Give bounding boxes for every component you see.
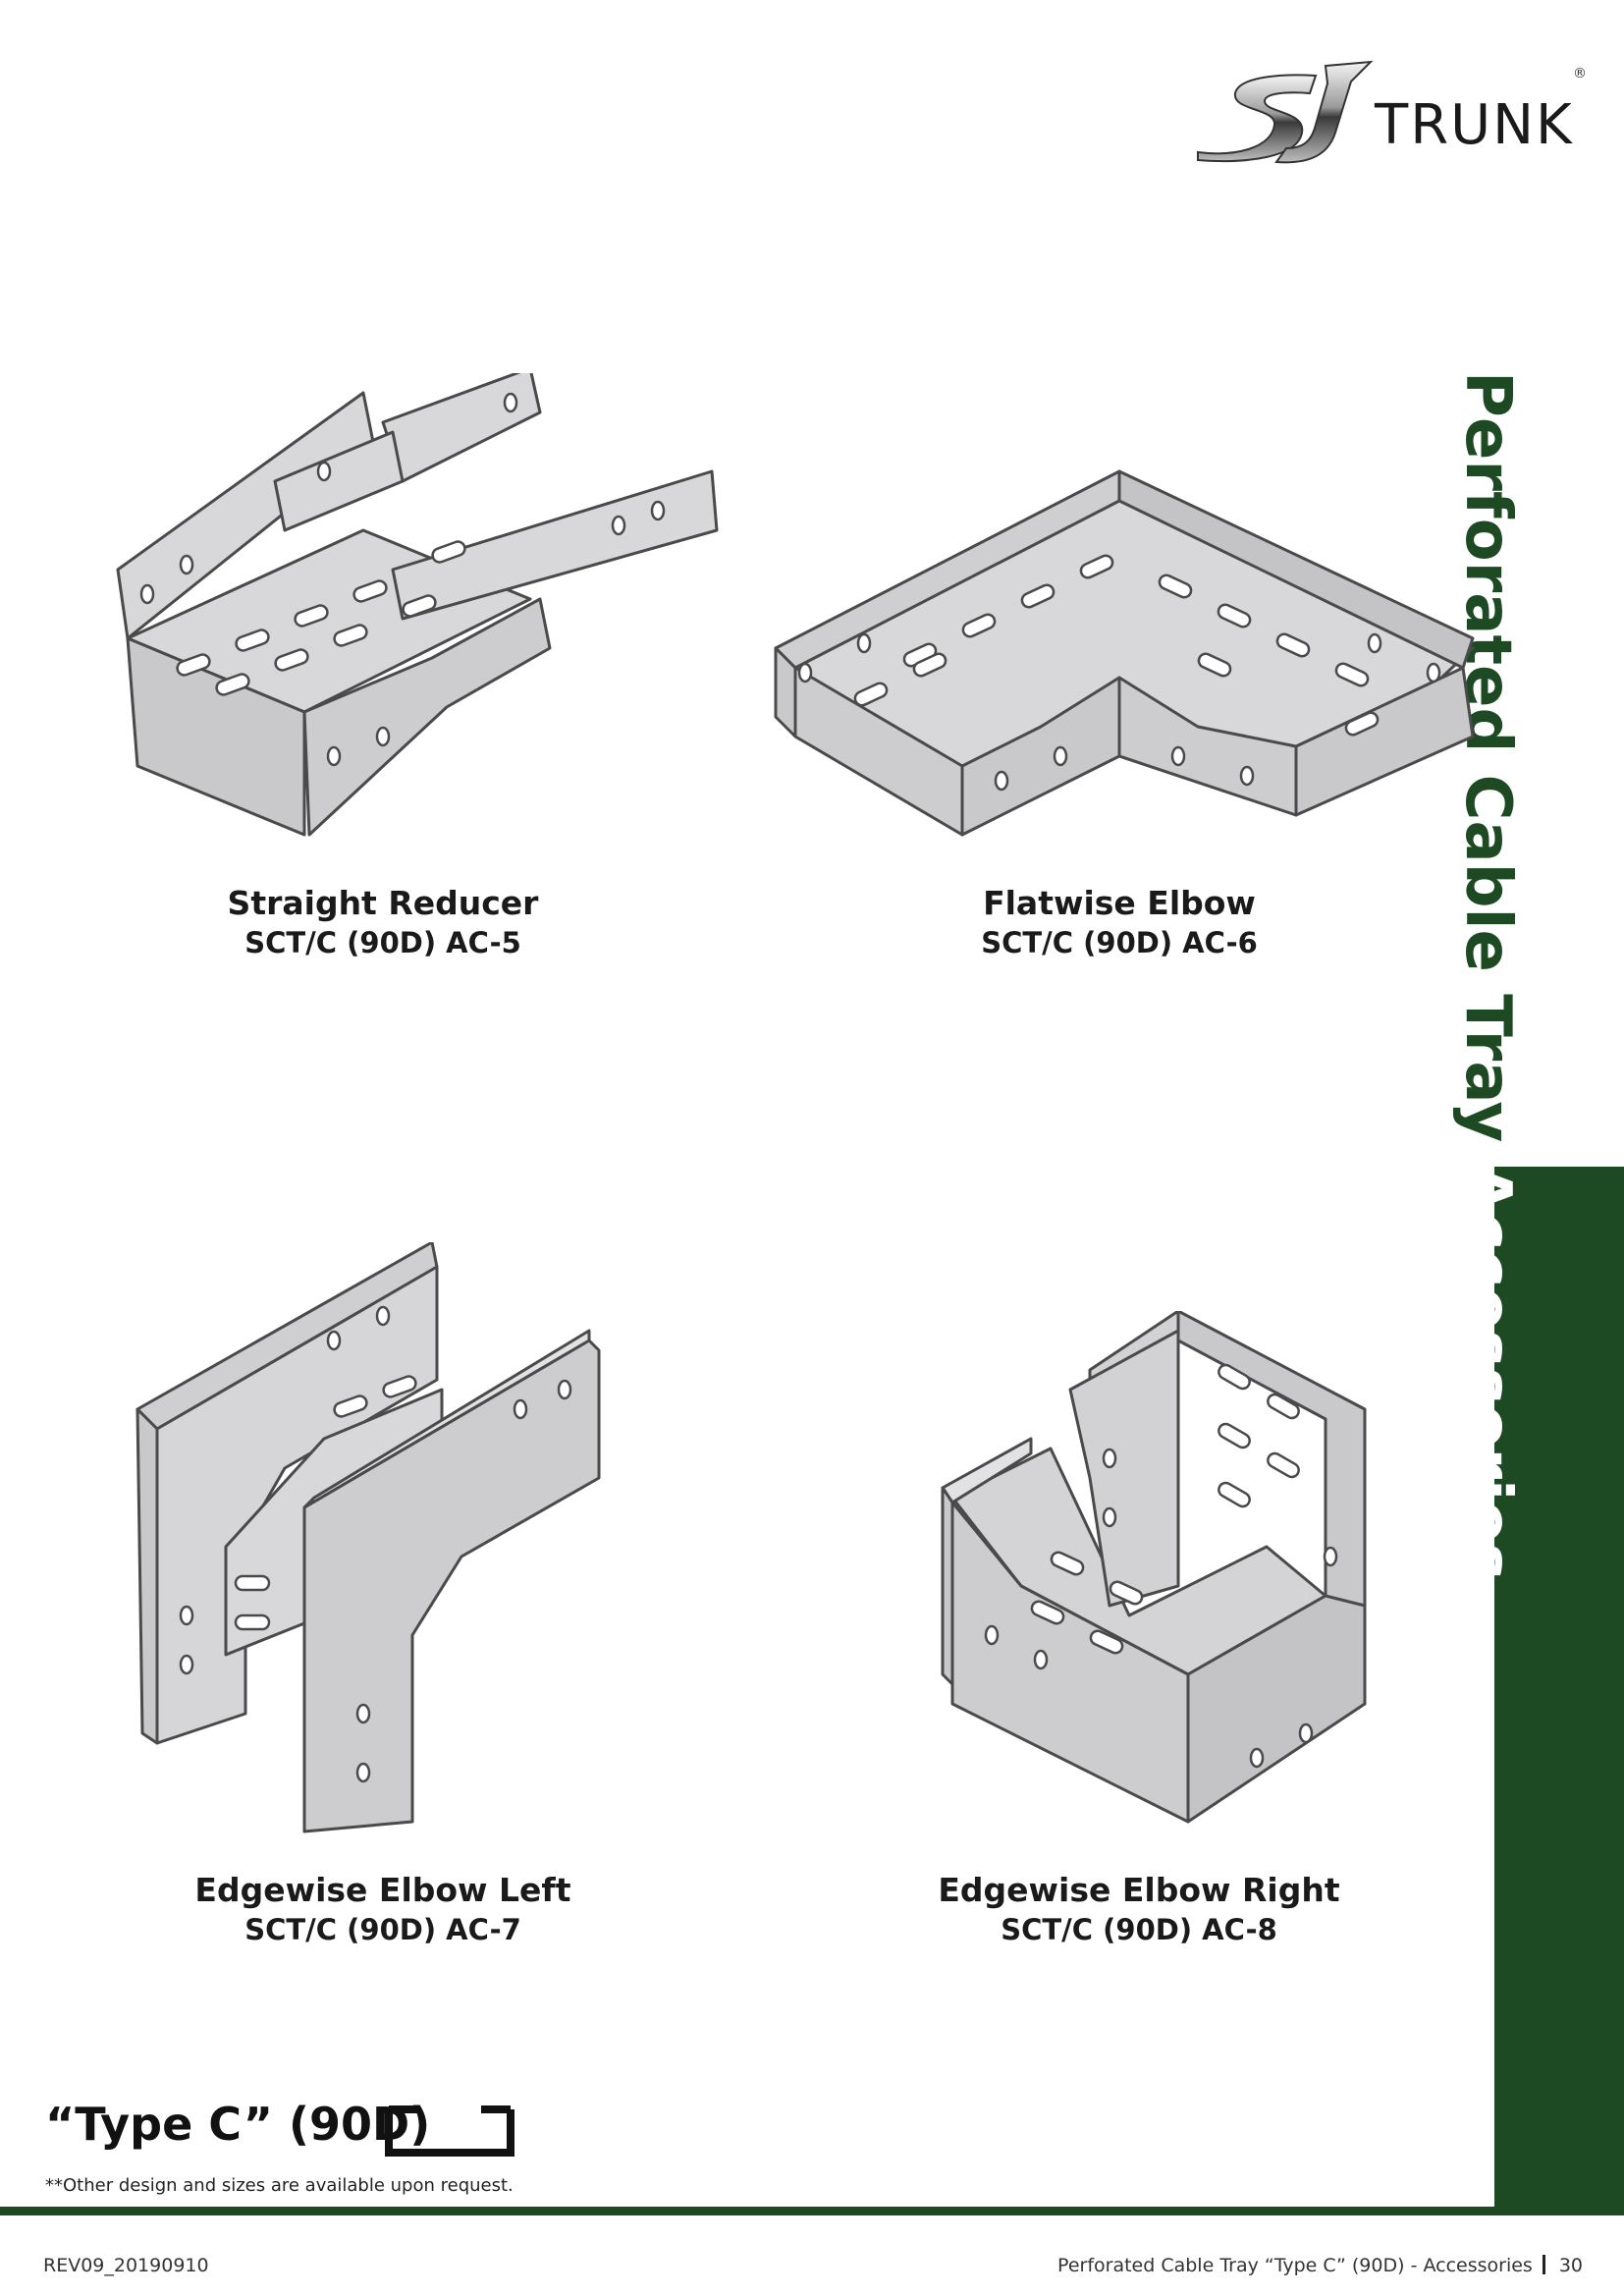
product-code: SCT/C (90D) AC-7 bbox=[244, 1913, 521, 1946]
product-straight-reducer: Straight Reducer SCT/C (90D) AC-5 bbox=[108, 373, 736, 959]
revision-code: REV09_20190910 bbox=[43, 2255, 209, 2276]
availability-note: **Other design and sizes are available u… bbox=[45, 2175, 514, 2196]
side-title-suffix: Accessories bbox=[1451, 1164, 1524, 1581]
straight-reducer-illustration-icon bbox=[116, 373, 719, 837]
product-edgewise-elbow-right: Edgewise Elbow Right SCT/C (90D) AC-8 bbox=[933, 1311, 1384, 1946]
page-number: 30 bbox=[1558, 2255, 1583, 2276]
footer-separator bbox=[1542, 2255, 1545, 2274]
product-name: Straight Reducer bbox=[227, 884, 539, 922]
flatwise-elbow-illustration-icon bbox=[774, 469, 1475, 837]
c-channel-profile-icon bbox=[385, 2105, 514, 2157]
product-name: Flatwise Elbow bbox=[983, 884, 1256, 922]
product-name: Edgewise Elbow Right bbox=[938, 1871, 1340, 1909]
sj-logo-mark-icon bbox=[1197, 60, 1374, 164]
product-edgewise-elbow-left: Edgewise Elbow Left SCT/C (90D) AC-7 bbox=[128, 1242, 638, 1946]
brand-name: TRUNK bbox=[1375, 93, 1574, 157]
product-code: SCT/C (90D) AC-5 bbox=[244, 926, 521, 959]
footer-section-title: Perforated Cable Tray “Type C” (90D) - A… bbox=[1057, 2255, 1533, 2276]
side-accent-bar bbox=[1494, 1167, 1624, 2210]
footer-section: Perforated Cable Tray “Type C” (90D) - A… bbox=[1057, 2255, 1583, 2276]
product-name: Edgewise Elbow Left bbox=[194, 1871, 571, 1909]
product-code: SCT/C (90D) AC-8 bbox=[1001, 1913, 1277, 1946]
brand-logo: TRUNK ® bbox=[1178, 54, 1591, 172]
footer-rule bbox=[0, 2207, 1624, 2215]
product-flatwise-elbow: Flatwise Elbow SCT/C (90D) AC-6 bbox=[766, 462, 1492, 959]
edgewise-elbow-left-illustration-icon bbox=[135, 1242, 601, 1833]
registered-mark: ® bbox=[1573, 66, 1587, 82]
edgewise-elbow-right-illustration-icon bbox=[941, 1311, 1367, 1824]
type-label: “Type C” (90D) bbox=[45, 2098, 431, 2151]
product-code: SCT/C (90D) AC-6 bbox=[981, 926, 1258, 959]
